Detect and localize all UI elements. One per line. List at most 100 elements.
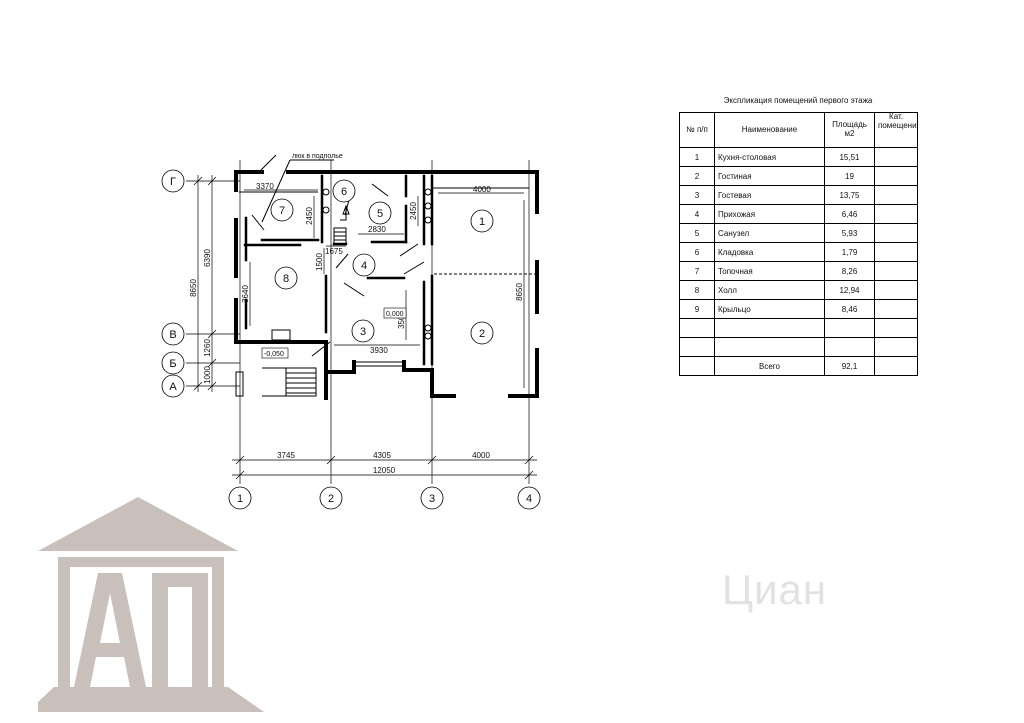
- axis-grid-horizontal: [186, 180, 240, 387]
- cell-num: 1: [679, 147, 715, 167]
- svg-text:7: 7: [279, 205, 285, 217]
- axis-letter-G: Г: [161, 169, 185, 193]
- cell-name: Прихожая: [714, 204, 825, 224]
- cell-num: 8: [679, 280, 715, 300]
- room-label-3: 3: [351, 319, 375, 343]
- cell-area: 8,26: [824, 261, 875, 281]
- axis-letter-V: В: [161, 322, 185, 346]
- svg-text:-0,050: -0,050: [264, 351, 284, 358]
- total-value: 92,1: [824, 356, 875, 376]
- header-name: Наименование: [714, 112, 825, 148]
- cell-category: [874, 337, 918, 357]
- dim-3370: 3370: [256, 182, 274, 191]
- cell-num: [679, 337, 715, 357]
- svg-text:А: А: [169, 381, 177, 393]
- axis-number-2: 2: [319, 486, 343, 510]
- inner-dimensions: 3370 4000 2450 2450 2830 1675 1500 3640 …: [241, 182, 525, 388]
- svg-text:1: 1: [479, 216, 485, 228]
- svg-text:6: 6: [341, 186, 347, 198]
- svg-text:В: В: [169, 329, 176, 341]
- cell-num: 7: [679, 261, 715, 281]
- plumbing-fixtures: [322, 188, 432, 340]
- room-label-1: 1: [470, 209, 494, 233]
- cell-num: 4: [679, 204, 715, 224]
- level-mark-main: 0,000: [383, 307, 407, 319]
- cell-area: 5,93: [824, 223, 875, 243]
- header-category: Кат. помещения: [874, 112, 918, 148]
- cell-area: [824, 318, 875, 338]
- cell-name: Гостевая: [714, 185, 825, 205]
- bottom-dimensions: 3745 4305 4000 12050: [232, 451, 537, 480]
- table-total-row: Всего 92,1: [679, 356, 918, 376]
- cell-name: Кухня-столовая: [714, 147, 825, 167]
- dim-4000-top: 4000: [473, 185, 491, 194]
- dim-2450-5: 2450: [409, 202, 418, 220]
- room-label-7: 7: [270, 198, 294, 222]
- table-row: [679, 337, 918, 357]
- cell-num: 6: [679, 242, 715, 262]
- room-label-2: 2: [470, 321, 494, 345]
- header-num: № п/п: [679, 112, 715, 148]
- svg-text:0,000: 0,000: [386, 311, 404, 318]
- level-mark-porch: -0,050: [261, 347, 289, 359]
- cell-area: 13,75: [824, 185, 875, 205]
- dim-1260: 1260: [203, 339, 212, 357]
- header-area: Площадь м2: [824, 112, 875, 148]
- svg-text:5: 5: [377, 208, 383, 220]
- room-label-5: 5: [368, 201, 392, 225]
- dim-4305: 4305: [373, 451, 391, 460]
- cell-category: [874, 299, 918, 319]
- dim-3930: 3930: [370, 346, 388, 355]
- dim-2830: 2830: [368, 225, 386, 234]
- cell-name: [714, 318, 825, 338]
- cell-area: 15,51: [824, 147, 875, 167]
- cell-category: [874, 318, 918, 338]
- room-label-6: 6: [332, 179, 356, 203]
- outer-walls: [234, 170, 539, 400]
- cell-name: Санузел: [714, 223, 825, 243]
- svg-text:2: 2: [479, 328, 485, 340]
- cell-num: 2: [679, 166, 715, 186]
- dim-1000: 1000: [203, 366, 212, 384]
- axis-number-4: 4: [517, 486, 541, 510]
- cell-area: 1,79: [824, 242, 875, 262]
- cell-name: Крыльцо: [714, 299, 825, 319]
- cell-num: [679, 318, 715, 338]
- svg-text:Г: Г: [170, 176, 176, 188]
- cell-area: 19: [824, 166, 875, 186]
- svg-text:3: 3: [429, 493, 435, 505]
- cell-name: Топочная: [714, 261, 825, 281]
- axis-letter-B: Б: [161, 351, 185, 375]
- cell-area: 12,94: [824, 280, 875, 300]
- dim-4000: 4000: [472, 451, 490, 460]
- svg-text:8: 8: [283, 273, 289, 285]
- dim-12050: 12050: [373, 466, 396, 475]
- cell-name: [714, 337, 825, 357]
- dim-3745: 3745: [277, 451, 295, 460]
- cell-area: 6,46: [824, 204, 875, 224]
- cell-category: [874, 147, 918, 167]
- cell-num: 5: [679, 223, 715, 243]
- inner-walls: [239, 174, 537, 367]
- cell-area: [824, 337, 875, 357]
- dim-8650-right: 8650: [515, 283, 524, 301]
- cell-area: 8,46: [824, 299, 875, 319]
- cell-category: [874, 261, 918, 281]
- cellar-stairs: [333, 227, 347, 245]
- cell-category: [874, 223, 918, 243]
- watermark: Циан: [722, 566, 828, 613]
- dim-1675: 1675: [325, 247, 343, 256]
- cell-category: [874, 242, 918, 262]
- cell-category: [874, 204, 918, 224]
- svg-text:3: 3: [360, 326, 366, 338]
- left-dimensions: 8650 6390 1260 1000: [189, 175, 217, 392]
- dim-6390: 6390: [203, 249, 212, 267]
- dim-3640: 3640: [241, 285, 250, 303]
